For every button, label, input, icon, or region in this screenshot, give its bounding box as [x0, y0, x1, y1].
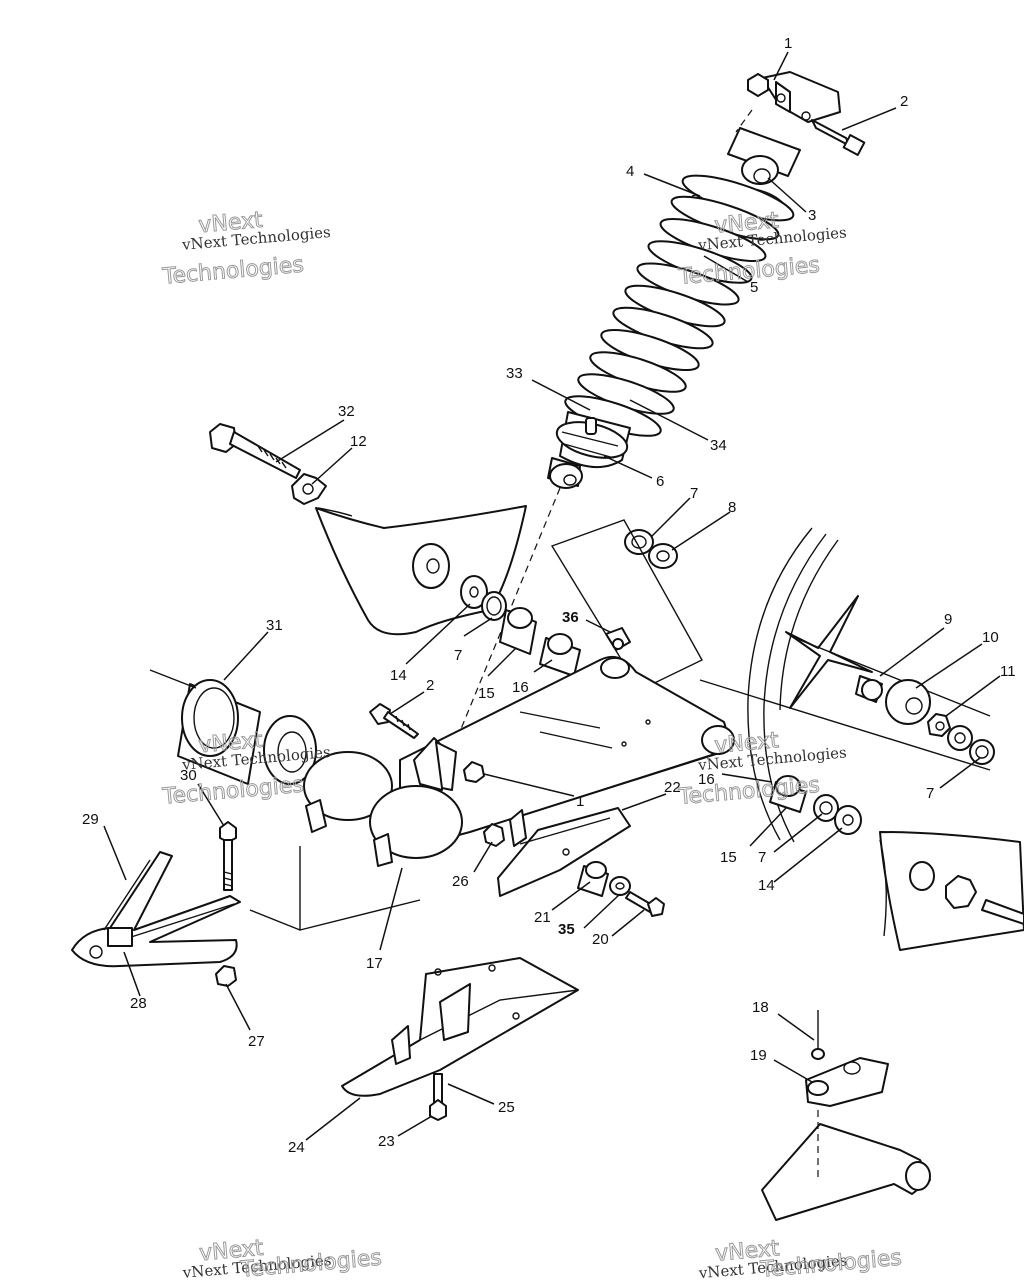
watermark-outline-bottom: Technologies	[759, 1246, 903, 1280]
callout-label: 7	[690, 485, 698, 502]
callout-label: 3	[808, 207, 816, 224]
shock-mount-bracket	[747, 71, 866, 156]
watermark-outline-top: vNext	[197, 728, 264, 759]
washer-upper-7-8	[624, 529, 678, 569]
callout-label: 36	[562, 609, 579, 626]
callout-label: 20	[592, 931, 609, 948]
washer-right-7	[947, 725, 995, 765]
callout-label: 28	[130, 995, 147, 1012]
callout-label: 1	[576, 793, 584, 810]
callout-label: 12	[350, 433, 367, 450]
nut-left-upper	[291, 473, 327, 505]
callout-label: 2	[426, 677, 434, 694]
shock-coil-spring	[564, 174, 795, 437]
callout-label: 26	[452, 873, 469, 890]
callout-label: 21	[534, 909, 551, 926]
watermark: vNext vNext Technologies Technologies	[160, 207, 331, 290]
nut-11	[927, 713, 951, 737]
pivot-tube-31	[149, 669, 317, 785]
callout-label: 7	[454, 647, 462, 664]
bearing-10	[885, 679, 931, 725]
callout-label: 34	[710, 437, 727, 454]
callout-label: 5	[750, 279, 758, 296]
nut-mid-1	[463, 761, 485, 783]
nut-27	[215, 965, 237, 987]
shock-lower-bushing	[547, 457, 583, 489]
callout-label: 24	[288, 1139, 305, 1156]
callout-label: 7	[758, 849, 766, 866]
right-side-plate	[879, 831, 1024, 951]
callout-label: 33	[506, 365, 523, 382]
watermark-outline-bottom: Technologies	[161, 252, 305, 289]
callout-label: 11	[1000, 663, 1016, 680]
watermark: vNext vNext Technologies Technologies	[697, 1236, 903, 1280]
bushing-16	[539, 633, 581, 677]
callout-label: 22	[664, 779, 681, 796]
washer-left-7	[481, 591, 507, 621]
watermark: vNext vNext Technologies Technologies	[181, 1235, 383, 1280]
callout-labels: 1 2 3 4 5 33 34 6 32 12 7 8 9 10 11 31 3…	[82, 35, 1016, 1156]
lower-bracket-22	[497, 807, 631, 897]
callout-label: 32	[338, 403, 355, 420]
callout-label: 15	[720, 849, 737, 866]
callout-label: 14	[758, 877, 775, 894]
callout-label: 1	[784, 35, 792, 52]
callout-label: 16	[512, 679, 529, 696]
bolt-30	[219, 821, 237, 891]
shock-body	[555, 411, 631, 469]
callout-label: 23	[378, 1133, 395, 1150]
watermark-outline-top: vNext	[198, 1236, 265, 1267]
callout-label: 19	[750, 1047, 767, 1064]
callout-label: 29	[82, 811, 99, 828]
washer-35	[609, 876, 631, 896]
bolt-20	[625, 891, 665, 917]
callout-label: 7	[926, 785, 934, 802]
clamp-17	[249, 751, 463, 931]
callout-label: 27	[248, 1033, 265, 1050]
leader-lines	[103, 51, 1001, 1141]
bolt-mid-2	[369, 703, 419, 739]
callout-label: 2	[900, 93, 908, 110]
callout-label: 30	[180, 767, 197, 784]
callout-label: 25	[498, 1099, 515, 1116]
callout-label: 18	[752, 999, 769, 1016]
callout-label: 35	[558, 921, 575, 938]
callout-label: 10	[982, 629, 999, 646]
watermark-outline-top: vNext	[197, 208, 264, 239]
bushing-21	[577, 861, 609, 897]
callout-label: 14	[390, 667, 407, 684]
watermark-outline-top: vNext	[714, 208, 781, 239]
bracket-18-19	[761, 1010, 931, 1221]
callout-label: 6	[656, 473, 664, 490]
spacer-9	[855, 675, 883, 703]
watermark-outline-top: vNext	[714, 728, 781, 759]
callout-label: 31	[266, 617, 283, 634]
callout-label: 9	[944, 611, 952, 628]
washer-left-14	[460, 575, 488, 609]
right-bushing-16-15	[769, 775, 807, 813]
bushing-15	[499, 607, 537, 655]
callout-label: 4	[626, 163, 634, 180]
callout-label: 8	[728, 499, 736, 516]
right-washers-7-14	[813, 794, 862, 835]
callout-label: 16	[698, 771, 715, 788]
callout-label: 17	[366, 955, 383, 972]
callout-label: 15	[478, 685, 495, 702]
bolt-left-upper	[209, 423, 301, 479]
axle-spider	[699, 595, 991, 771]
shock-upper-bushing	[727, 127, 801, 185]
nut-26	[483, 823, 505, 847]
bolt-23-25	[429, 1073, 447, 1121]
hitch-bracket-29	[71, 851, 241, 968]
watermark-outline-top: vNext	[714, 1236, 781, 1267]
lower-skid-24	[341, 957, 579, 1097]
